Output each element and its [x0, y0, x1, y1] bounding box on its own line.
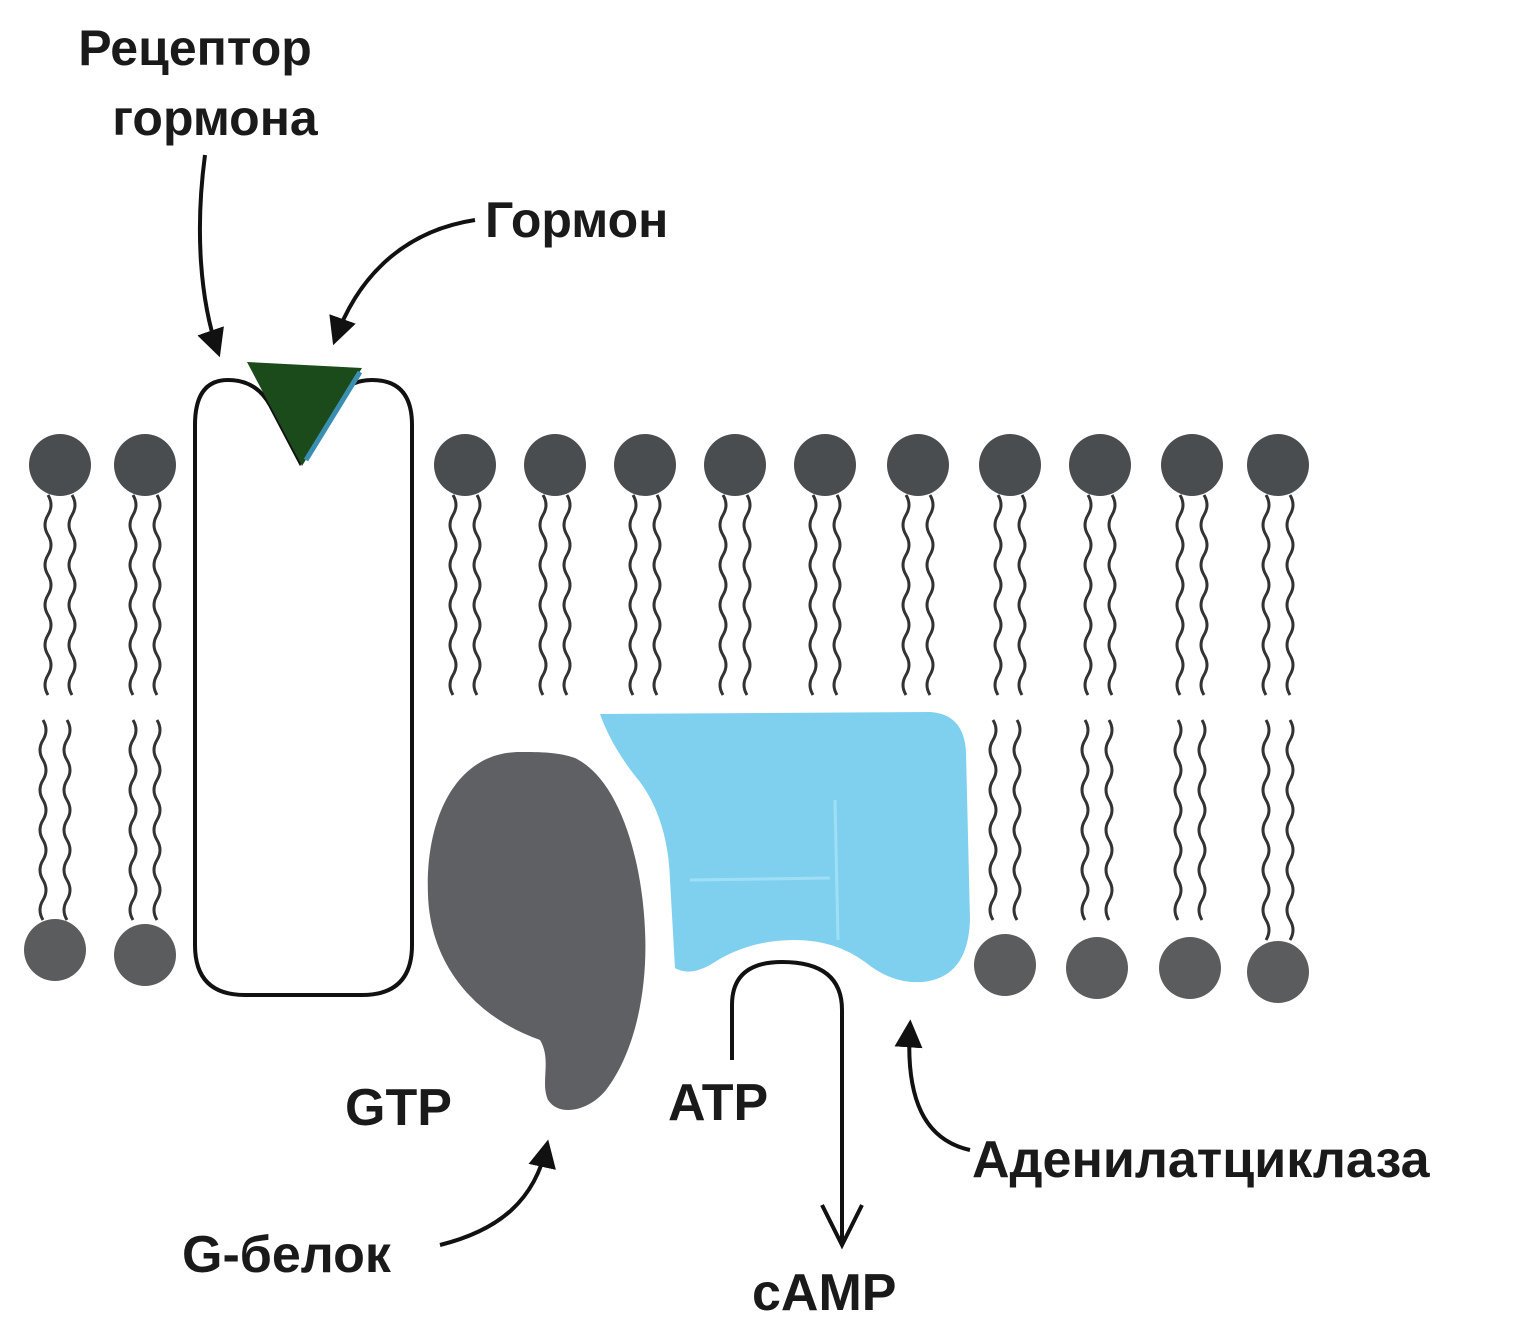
- lipid-upper-tail-10-2: [1109, 495, 1115, 695]
- lipid-upper-tail-3-2: [474, 495, 480, 695]
- cyclase-pointer-arrow: [909, 1025, 970, 1150]
- lipid-head-upper-6: [704, 434, 766, 496]
- lipid-upper-tail-10-1: [1085, 495, 1091, 695]
- lipid-head-upper-9: [979, 434, 1041, 496]
- lipid-head-upper-3: [434, 434, 496, 496]
- lipid-lower-tail-2-1: [130, 720, 136, 920]
- lipid-upper-tail-9-2: [1019, 495, 1025, 695]
- lipid-head-upper-12: [1247, 434, 1309, 496]
- gtp-label: GTP: [345, 1079, 452, 1137]
- g-protein-pointer-arrow: [440, 1145, 547, 1245]
- lipid-upper-tail-8-1: [903, 495, 909, 695]
- lipid-upper-tail-6-1: [720, 495, 726, 695]
- receptor-label-line1: Рецептор: [78, 20, 312, 76]
- lipid-upper-tail-2-2: [154, 495, 160, 695]
- lipid-upper-tail-12-2: [1287, 495, 1293, 695]
- adenylate-cyclase-label: Аденилатциклаза: [972, 1131, 1431, 1189]
- g-protein-label: G-белок: [182, 1226, 392, 1284]
- lipid-upper-tail-9-1: [995, 495, 1001, 695]
- lipid-upper-tail-6-2: [744, 495, 750, 695]
- lipid-lower-tail-2-2: [154, 720, 160, 920]
- lipid-upper-tail-8-2: [927, 495, 933, 695]
- lipid-upper-tail-11-1: [1177, 495, 1183, 695]
- lipid-head-upper-11: [1161, 434, 1223, 496]
- lipid-head-lower-4: [1066, 937, 1128, 999]
- lipid-upper-tail-5-1: [630, 495, 636, 695]
- lipid-lower-tail-3-2: [1014, 720, 1020, 920]
- lipid-upper-tail-12-1: [1263, 495, 1269, 695]
- lipid-upper-tail-5-2: [654, 495, 660, 695]
- lipid-upper-tail-1-2: [69, 495, 75, 695]
- lipid-upper-tail-7-2: [834, 495, 840, 695]
- lipid-head-upper-2: [114, 434, 176, 496]
- lipid-lower-tail-5-2: [1199, 720, 1205, 920]
- lipid-head-lower-1: [24, 919, 86, 981]
- lipid-head-upper-5: [614, 434, 676, 496]
- lipid-head-lower-2: [114, 924, 176, 986]
- lipid-head-upper-7: [794, 434, 856, 496]
- lipid-head-upper-1: [29, 434, 91, 496]
- receptor-label-line2: гормона: [112, 90, 319, 146]
- lipid-upper-tail-1-1: [45, 495, 51, 695]
- camp-label: cAMP: [752, 1264, 896, 1322]
- lipid-upper-tail-4-2: [564, 495, 570, 695]
- hormone-receptor: [195, 380, 412, 995]
- lipid-lower-tail-1-2: [64, 720, 70, 920]
- lipid-upper-tail-11-2: [1201, 495, 1207, 695]
- adenylate-cyclase: [600, 712, 970, 982]
- lipid-lower-tail-4-2: [1106, 720, 1112, 920]
- lipid-head-upper-8: [887, 434, 949, 496]
- lipid-upper-tail-7-1: [810, 495, 816, 695]
- lipid-head-lower-5: [1159, 937, 1221, 999]
- lipid-head-upper-10: [1069, 434, 1131, 496]
- lipid-lower-tail-5-1: [1175, 720, 1181, 920]
- lipid-head-lower-6: [1247, 941, 1309, 1003]
- lipid-upper-tail-2-1: [130, 495, 136, 695]
- hormone-pointer-arrow: [335, 220, 475, 340]
- atp-label: ATP: [668, 1074, 768, 1132]
- lipid-upper-tail-3-1: [450, 495, 456, 695]
- g-protein: [428, 752, 646, 1110]
- lipid-lower-tail-4-1: [1082, 720, 1088, 920]
- lipid-lower-tail-3-1: [990, 720, 996, 920]
- receptor-pointer-arrow: [200, 155, 218, 352]
- lipid-head-lower-3: [974, 934, 1036, 996]
- lipid-lower-tail-6-2: [1287, 720, 1293, 940]
- lipid-lower-tail-1-1: [40, 720, 46, 920]
- hormone-label: Гормон: [485, 192, 668, 248]
- lipid-upper-tail-4-1: [540, 495, 546, 695]
- lipid-lower-tail-6-1: [1263, 720, 1269, 940]
- lipid-head-upper-4: [524, 434, 586, 496]
